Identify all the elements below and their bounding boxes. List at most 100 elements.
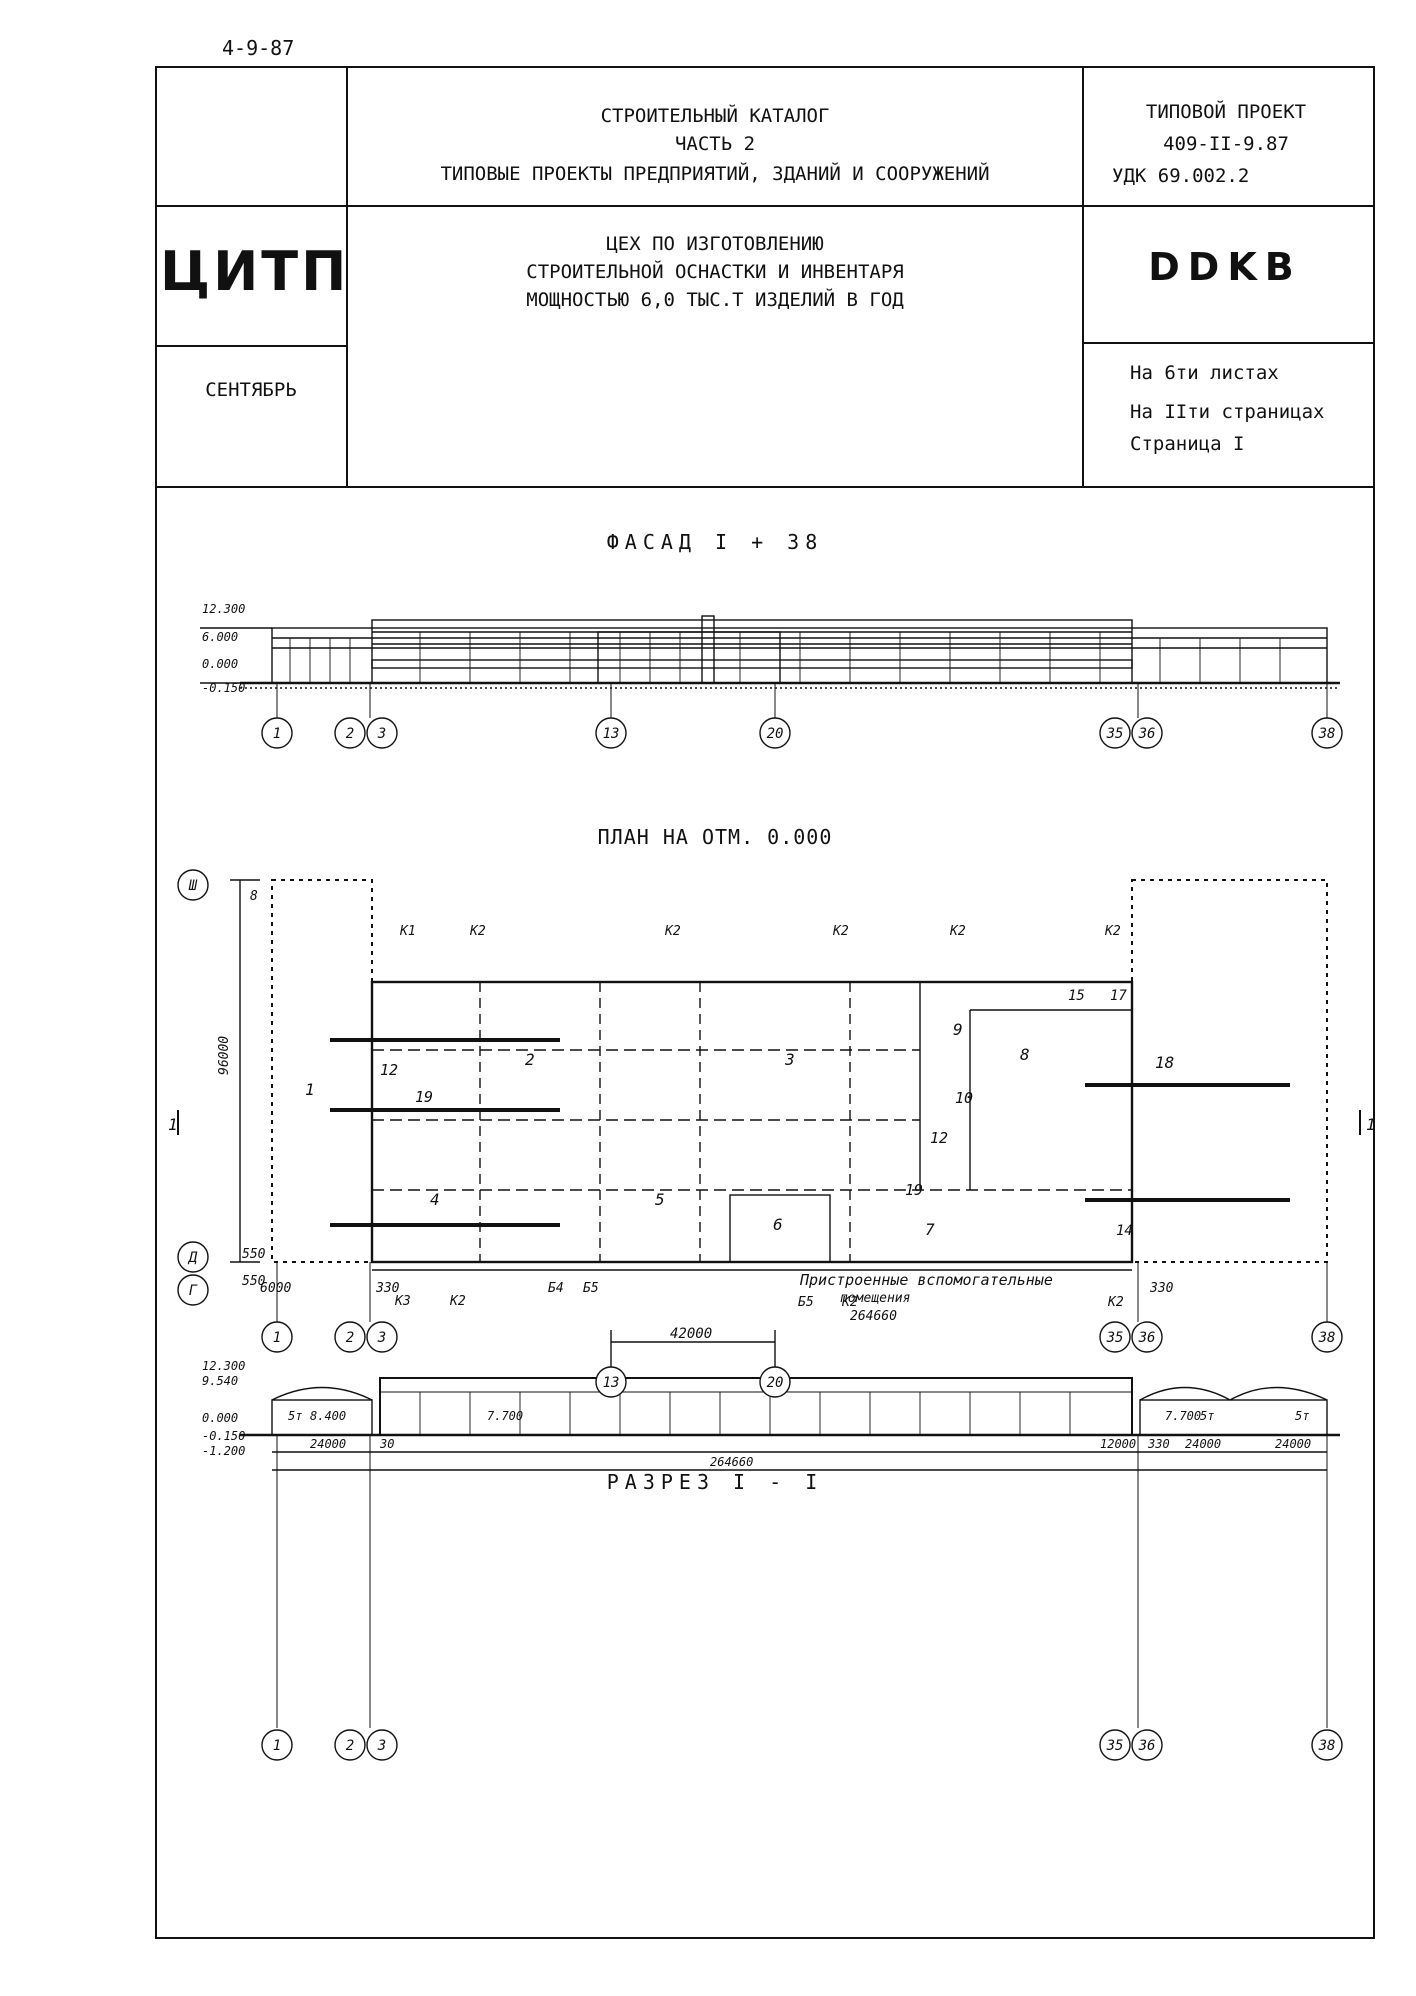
plan-entry-k3: К3	[394, 1294, 411, 1309]
room-10: 10	[955, 1089, 973, 1107]
section-crane-2: 5т	[1200, 1409, 1214, 1423]
room-19-b: 19	[905, 1181, 923, 1199]
plan-axis-1: 1	[273, 1330, 281, 1346]
facade-level-3: 0.000	[202, 657, 238, 671]
facade-title: ФАСАД I + 38	[606, 530, 824, 554]
title-divider-2	[1082, 342, 1375, 344]
plan-row-axis-g: Г	[189, 1283, 198, 1299]
room-1: 1	[305, 1080, 315, 1099]
plan-dim-6000: 6000	[260, 1281, 291, 1296]
plan-dim-550-b: 550	[242, 1274, 266, 1289]
section-dim-330: 330	[1147, 1437, 1170, 1451]
facade-level-1: 12.300	[202, 602, 245, 616]
plan-axis-2: 2	[346, 1330, 354, 1346]
facade-axis-13: 13	[603, 726, 620, 742]
plan-dim-330-right: 330	[1149, 1281, 1174, 1296]
issue-month: СЕНТЯБРЬ	[205, 379, 297, 401]
section-axis-1: 1	[273, 1738, 281, 1754]
facade-axis-leaders	[276, 683, 1328, 718]
section-title: РАЗРЕЗ I - I	[606, 1470, 824, 1494]
plan-entry-k2-a: К2	[469, 924, 486, 939]
plan-entry-k1: К1	[399, 924, 416, 939]
plan-axis-13: 13	[603, 1375, 620, 1391]
facade-axis-20: 20	[767, 726, 784, 742]
plan-row-axis-d: Д	[188, 1250, 198, 1266]
section-drawing	[240, 1377, 1340, 1471]
org-logo-text: ЦИТП	[160, 240, 350, 303]
plan-entry-k2-d: К2	[949, 924, 966, 939]
project-number: 409-II-9.87	[1163, 133, 1289, 155]
plan-entry-k2-c: К2	[832, 924, 849, 939]
plan-row-axis-sh: Ш	[188, 878, 198, 894]
annex-length: 264660	[850, 1309, 897, 1324]
sheet-count: На 6ти листах	[1130, 362, 1279, 384]
section-level-4: -0.150	[202, 1429, 245, 1443]
room-19-a: 19	[415, 1088, 433, 1106]
title-divider-1	[155, 205, 1375, 207]
section-axis-3: 3	[377, 1738, 386, 1754]
facade-windows	[289, 632, 1281, 683]
project-label: ТИПОВОЙ ПРОЕКТ	[1145, 101, 1307, 123]
section-level-5: -1.200	[202, 1444, 245, 1458]
plan-entry-k2-e: К2	[1104, 924, 1121, 939]
axis-bubbles	[177, 717, 1343, 1761]
facade-axis-35: 35	[1106, 726, 1124, 742]
room-14: 14	[1116, 1223, 1133, 1239]
section-axis-35: 35	[1106, 1738, 1124, 1754]
plan-overall-height: 96000	[217, 1036, 232, 1075]
title-divider-3	[155, 345, 348, 347]
section-axis-36: 36	[1138, 1738, 1156, 1754]
plan-axis-leaders	[276, 1262, 1328, 1322]
section-level-3: 0.000	[202, 1411, 238, 1425]
section-dim-24000-left: 24000	[310, 1437, 346, 1451]
object-title-line-3: МОЩНОСТЬЮ 6,0 ТЫС.Т ИЗДЕЛИЙ В ГОД	[526, 289, 904, 311]
room-5: 5	[655, 1190, 665, 1209]
room-6: 6	[773, 1215, 783, 1234]
facade-axis-36: 36	[1138, 726, 1156, 742]
room-7: 7	[925, 1220, 935, 1239]
plan-entry-b5-a: Б5	[583, 1281, 599, 1296]
section-dim-30: 30	[379, 1437, 394, 1451]
title-col-line-2	[1082, 66, 1084, 487]
plan-entry-b4: Б4	[548, 1281, 564, 1296]
section-level-1: 12.300	[202, 1359, 245, 1373]
facade-level-2: 6.000	[202, 630, 238, 644]
room-12-b: 12	[930, 1129, 948, 1147]
section-mark-8400: 8.400	[310, 1409, 346, 1423]
page-number: Страница I	[1130, 433, 1245, 455]
facade-axis-2: 2	[346, 726, 354, 742]
catalog-part: ЧАСТЬ 2	[674, 133, 756, 155]
plan-dim-330-left: 330	[375, 1281, 400, 1296]
room-18: 18	[1155, 1053, 1174, 1072]
section-crane-3: 5т	[1295, 1409, 1309, 1423]
room-17: 17	[1110, 988, 1127, 1004]
sheet-code: 4-9-87	[222, 36, 295, 60]
drawing-frame	[155, 66, 1375, 1939]
plan-axis-35: 35	[1106, 1330, 1124, 1346]
plan-entry-k2-f: К2	[449, 1294, 466, 1309]
plan-axis-38: 38	[1318, 1330, 1336, 1346]
annex-label-1: Пристроенные вспомогательные	[799, 1271, 1053, 1289]
plan-axis-20: 20	[767, 1375, 784, 1391]
facade-axis-38: 38	[1318, 726, 1336, 742]
section-axis-38: 38	[1318, 1738, 1336, 1754]
room-15: 15	[1068, 988, 1085, 1004]
section-mark-right: 1	[1366, 1115, 1376, 1134]
plan-title: ПЛАН НА ОТМ. 0.000	[597, 825, 833, 849]
plan-drawing	[177, 879, 1361, 1375]
room-8: 8	[1020, 1045, 1030, 1064]
room-12-a: 12	[380, 1061, 398, 1079]
section-mark-7700-b: 7.700	[1165, 1409, 1201, 1423]
plan-dim-550-a: 550	[242, 1247, 266, 1262]
facade-drawing	[200, 615, 1340, 689]
section-mark-left: 1	[168, 1115, 178, 1134]
title-col-line-1	[346, 66, 348, 487]
room-9: 9	[953, 1020, 963, 1039]
section-dim-24000-mid: 24000	[1185, 1437, 1221, 1451]
room-4: 4	[430, 1190, 440, 1209]
plan-entry-k2-g: К2	[841, 1295, 858, 1310]
title-divider-4	[155, 486, 1375, 488]
plan-entry-k2-b: К2	[664, 924, 681, 939]
section-dim-24000-right: 24000	[1275, 1437, 1311, 1451]
